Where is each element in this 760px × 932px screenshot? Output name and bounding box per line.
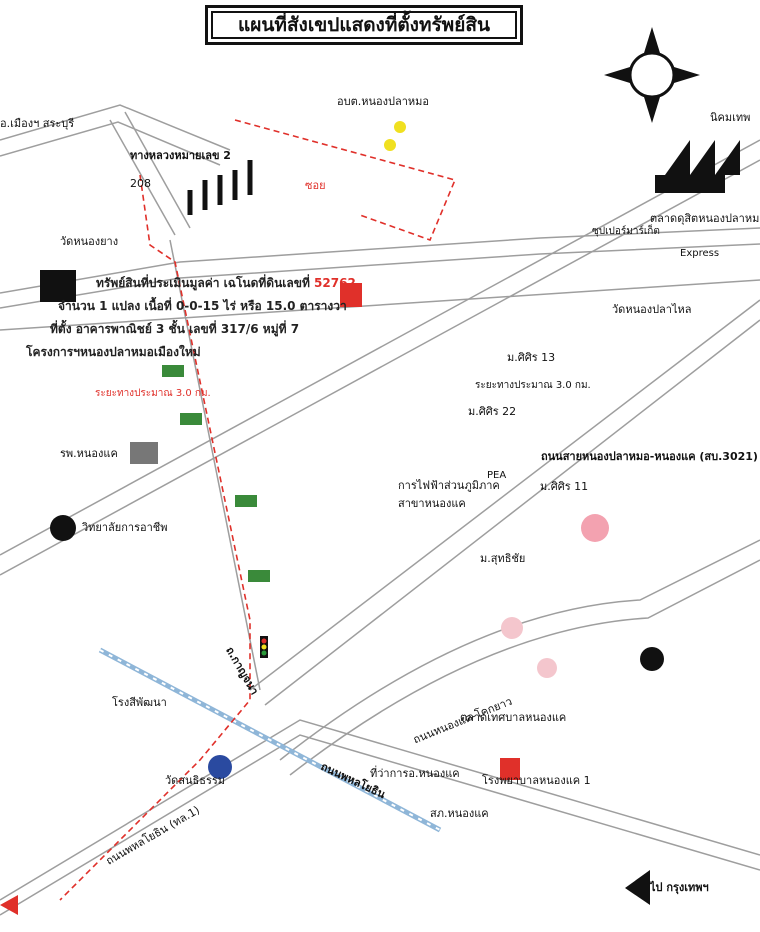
label-nikom: นิคมเทพ	[710, 111, 751, 124]
road-curve-b	[289, 559, 760, 776]
black-circle-icon	[640, 647, 664, 671]
label-km208: 208	[130, 177, 151, 190]
label-hway: ทางหลวงหมายเลข 2	[130, 149, 231, 162]
marker-yellow-2	[384, 139, 396, 151]
label-abt: อบต.หนองปลาหมอ	[337, 95, 429, 108]
map-title: แผนที่สังเขปแสดงที่ตั้งทรัพย์สิน	[205, 5, 523, 45]
property-marker-icon	[40, 270, 76, 302]
factory-icon	[655, 140, 740, 193]
temple-icon	[581, 514, 609, 542]
railway-ties	[99, 649, 441, 831]
label-soi-len: ระยะทางประมาณ 3.0 กม.	[475, 380, 591, 391]
label-to-bangkok: ไป กรุงเทพฯ	[650, 881, 709, 894]
label-nursing: วิทยาลัยการอาชีพ	[82, 521, 168, 534]
label-sutthichai: ม.สุทธิชัย	[480, 552, 526, 565]
road-curve-a	[279, 539, 760, 761]
hospital-icon	[130, 442, 158, 464]
road-3021-a	[0, 279, 760, 331]
road-saraburi-inner	[0, 121, 221, 166]
label-sisa13: ม.ศิศิร 13	[507, 351, 556, 364]
road-3021-c	[264, 319, 760, 706]
label-district-office: ที่ว่าการอ.หนองแค	[370, 767, 460, 780]
red-sign-icon	[340, 283, 362, 307]
label-pea: การไฟฟ้าส่วนภูมิภาค	[398, 479, 500, 492]
label-hospital: รพ.หนองแค	[60, 447, 118, 460]
road-3021-b	[249, 299, 760, 691]
property-deed-number: 52762	[314, 276, 356, 290]
road-hwy1-b	[0, 734, 760, 916]
road-hwy2-a	[109, 119, 176, 236]
label-soi: ซอย	[305, 179, 326, 192]
arrow-bottom-left-icon	[0, 895, 18, 915]
property-info: ทรัพย์สินที่ประเมินมูลค่า เฉโนดที่ดินเลข…	[26, 272, 406, 364]
label-talad: ตลาดดุสิตหนองปลาหมอ	[650, 212, 760, 225]
arrow-to-bangkok-icon	[625, 870, 650, 905]
label-lotus: ซุปเปอร์มาร์เก็ต	[592, 226, 660, 237]
road-diag-2	[0, 159, 760, 576]
route-path	[59, 119, 457, 901]
label-market: ตลาดเทศบาลหนองแค	[460, 711, 567, 724]
property-line-3: ที่ตั้ง อาคารพาณิชย์ 3 ชั้น เลขที่ 317/6…	[50, 322, 300, 336]
soi-lines	[187, 160, 253, 215]
road-network	[0, 104, 760, 916]
road-main-upper	[0, 227, 760, 294]
hospital2-sign-icon	[500, 758, 520, 780]
property-deed-label: ทรัพย์สินที่ประเมินมูลค่า เฉโนดที่ดินเลข…	[96, 276, 310, 290]
label-police: สภ.หนองแค	[430, 807, 489, 820]
label-wat-nong-pla: วัดหนองปลาไหล	[612, 303, 692, 316]
label-pea-logo: PEA	[487, 470, 507, 481]
label-hospital2: โรงพยาบาลหนองแค 1	[482, 774, 591, 787]
blue-badge-icon	[208, 755, 232, 779]
bus-stop-icons	[162, 365, 270, 582]
north-arrow-icon	[604, 27, 700, 123]
road-hwy2-b	[124, 111, 191, 229]
road-diag-1	[0, 139, 760, 556]
road-vert-a	[169, 239, 261, 691]
label-pump: โรงสีพัฒนา	[112, 696, 167, 709]
market-pin-icon	[501, 617, 523, 639]
road-main-lower	[0, 243, 760, 309]
property-line-1: ทรัพย์สินที่ประเมินมูลค่า เฉโนดที่ดินเลข…	[46, 272, 406, 295]
pink-pin-icon	[537, 658, 557, 678]
label-sisa22: ม.ศิศิร 22	[468, 405, 517, 418]
road-saraburi	[0, 104, 231, 151]
label-sisa11: ม.ศิศิร 11	[540, 480, 589, 493]
property-line-4: โครงการฯหนองปลาหมอเมืองใหม่	[26, 345, 201, 359]
label-wat-sonti: วัดสนธิธรรม	[165, 774, 226, 787]
traffic-light-icon	[260, 636, 268, 658]
label-lotus-sub: Express	[680, 248, 720, 259]
property-line-2: จำนวน 1 แปลง เนื้อที่ 0-0-15 ไร่ หรือ 15…	[58, 299, 347, 313]
marker-yellow-1	[394, 121, 406, 133]
nursing-college-icon	[50, 515, 76, 541]
label-wat-nong-yang: วัดหนองยาง	[60, 235, 119, 248]
label-distance: ระยะทางประมาณ 3.0 กม.	[95, 388, 211, 399]
label-saraburi: อ.เมืองฯ สระบุรี	[0, 117, 75, 130]
label-pea-sub: สาขาหนองแค	[398, 497, 466, 510]
label-road-name: ถนนสายหนองปลาหมอ-หนองแค (สบ.3021)	[541, 450, 758, 463]
road-hwy1-a	[0, 719, 760, 901]
